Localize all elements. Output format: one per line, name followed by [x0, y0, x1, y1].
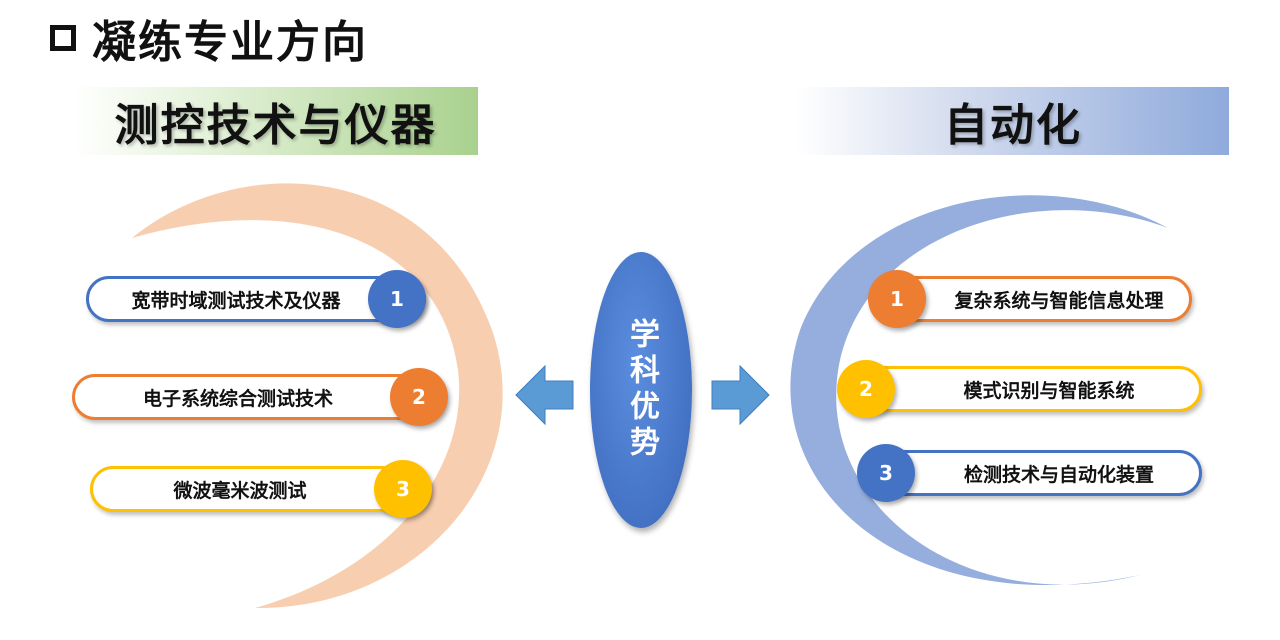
left-item-2: 电子系统综合测试技术 [72, 374, 444, 420]
right-item-3: 检测技术与自动化装置 [866, 450, 1202, 496]
center-ellipse: 学科优势 [590, 252, 692, 528]
slide-title-text: 凝练专业方向 [92, 17, 368, 68]
left-item-3-number: 3 [374, 460, 432, 518]
right-item-2-number: 2 [837, 360, 895, 418]
left-item-2-text: 电子系统综合测试技术 [142, 387, 333, 410]
right-arrow-icon [711, 364, 770, 426]
right-item-3-number: 3 [857, 444, 915, 502]
right-heading-banner: 自动化 [797, 87, 1229, 155]
right-item-2-text: 模式识别与智能系统 [963, 379, 1135, 402]
left-arrow-icon [515, 364, 574, 426]
left-item-2-number: 2 [390, 368, 448, 426]
left-crescent [132, 183, 503, 609]
left-item-3-text: 微波毫米波测试 [173, 479, 307, 502]
right-item-1-number: 1 [868, 270, 926, 328]
left-item-1-text: 宽带时域测试技术及仪器 [131, 289, 341, 312]
right-item-1-text: 复杂系统与智能信息处理 [954, 289, 1164, 312]
center-label: 学科优势 [624, 318, 659, 462]
left-heading-banner: 测控技术与仪器 [73, 87, 478, 155]
right-item-1: 复杂系统与智能信息处理 [876, 276, 1192, 322]
left-item-3: 微波毫米波测试 [90, 466, 430, 512]
title-square-icon [50, 25, 76, 51]
right-item-3-text: 检测技术与自动化装置 [963, 463, 1154, 486]
right-item-2: 模式识别与智能系统 [846, 366, 1202, 412]
slide-title: 凝练专业方向 [50, 8, 368, 68]
left-item-1-number: 1 [368, 270, 426, 328]
